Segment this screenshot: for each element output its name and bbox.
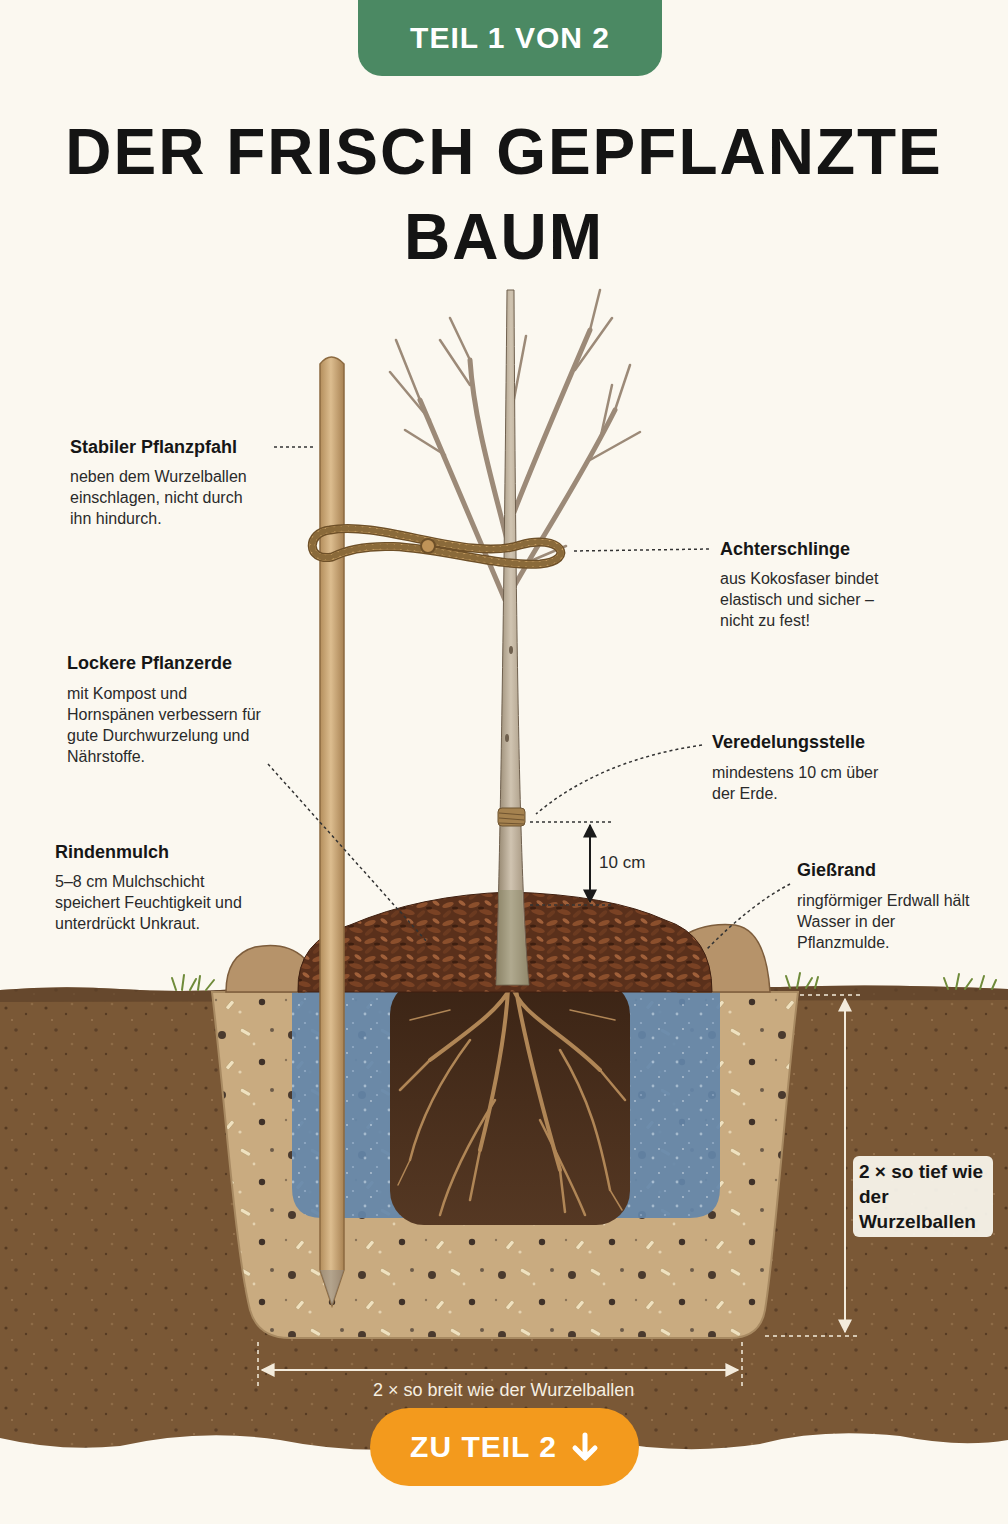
figure-eight-tie <box>312 528 561 564</box>
dimension-10cm <box>589 825 591 902</box>
leader-lines <box>536 745 702 814</box>
stake <box>320 357 344 1306</box>
tree <box>509 646 513 654</box>
figure-eight-tie <box>312 528 561 564</box>
callout-heading: Lockere Pflanzerde <box>67 652 232 676</box>
callout-text: neben dem Wurzelballen einschlagen, nich… <box>70 466 262 529</box>
watering-rim <box>226 945 304 992</box>
figure-eight-tie <box>312 528 561 564</box>
tree <box>505 734 509 742</box>
title: DER FRISCH GEPFLANZTE BAUM <box>54 110 954 280</box>
stake <box>320 357 344 1306</box>
tree <box>390 290 640 985</box>
dimension-label: 10 cm <box>599 852 645 874</box>
tree <box>496 890 529 985</box>
tree <box>499 813 524 824</box>
part-badge: TEIL 1 VON 2 <box>358 0 662 76</box>
roots <box>398 985 625 1215</box>
callout-heading: Stabiler Pflanzpfahl <box>70 436 237 460</box>
callout-text: ringförmiger Erdwall hält Wasser in der … <box>797 890 987 953</box>
roots <box>398 1010 622 1210</box>
leader-lines <box>274 446 314 448</box>
tree <box>496 290 529 985</box>
grass <box>172 975 214 990</box>
badge-text: ZU TEIL 2 <box>410 1430 557 1464</box>
dimension-label: 2 × so tief wie der Wurzelballen <box>853 1156 993 1237</box>
callout-heading: Rindenmulch <box>55 841 169 865</box>
leader-lines <box>268 764 428 943</box>
grass <box>786 973 818 988</box>
dimension-width <box>262 1369 738 1371</box>
tree <box>498 808 525 826</box>
callout-text: 5–8 cm Mulchschicht speichert Feuchtigke… <box>55 871 255 934</box>
badge-text: TEIL 1 VON 2 <box>410 21 610 55</box>
dimension-depth <box>765 995 860 1336</box>
callout-heading: Veredelungsstelle <box>712 731 865 755</box>
callout-text: mindestens 10 cm über der Erde. <box>712 762 882 804</box>
figure-eight-tie <box>421 539 435 553</box>
arrow-icon <box>575 1435 595 1458</box>
arrow-icon <box>571 1432 599 1462</box>
callout-heading: Achterschlinge <box>720 538 850 562</box>
grass <box>944 974 996 989</box>
dimension-depth <box>765 995 860 1336</box>
dimension-depth <box>844 999 846 1332</box>
leader-lines <box>268 447 790 950</box>
leader-lines <box>574 549 710 551</box>
figure-eight-tie <box>312 528 561 564</box>
dimension-label: 2 × so breit wie der Wurzelballen <box>373 1379 634 1403</box>
callout-text: mit Kompost und Hornspänen verbessern fü… <box>67 683 267 767</box>
callout-heading: Gießrand <box>797 859 876 883</box>
leader-lines <box>706 884 790 950</box>
callout-text: aus Kokosfaser bindet elastisch und sich… <box>720 568 910 631</box>
root-ball <box>390 980 630 1225</box>
roots <box>400 1040 625 1215</box>
next-part-button: ZU TEIL 2 <box>370 1408 639 1486</box>
stake <box>320 1270 344 1306</box>
